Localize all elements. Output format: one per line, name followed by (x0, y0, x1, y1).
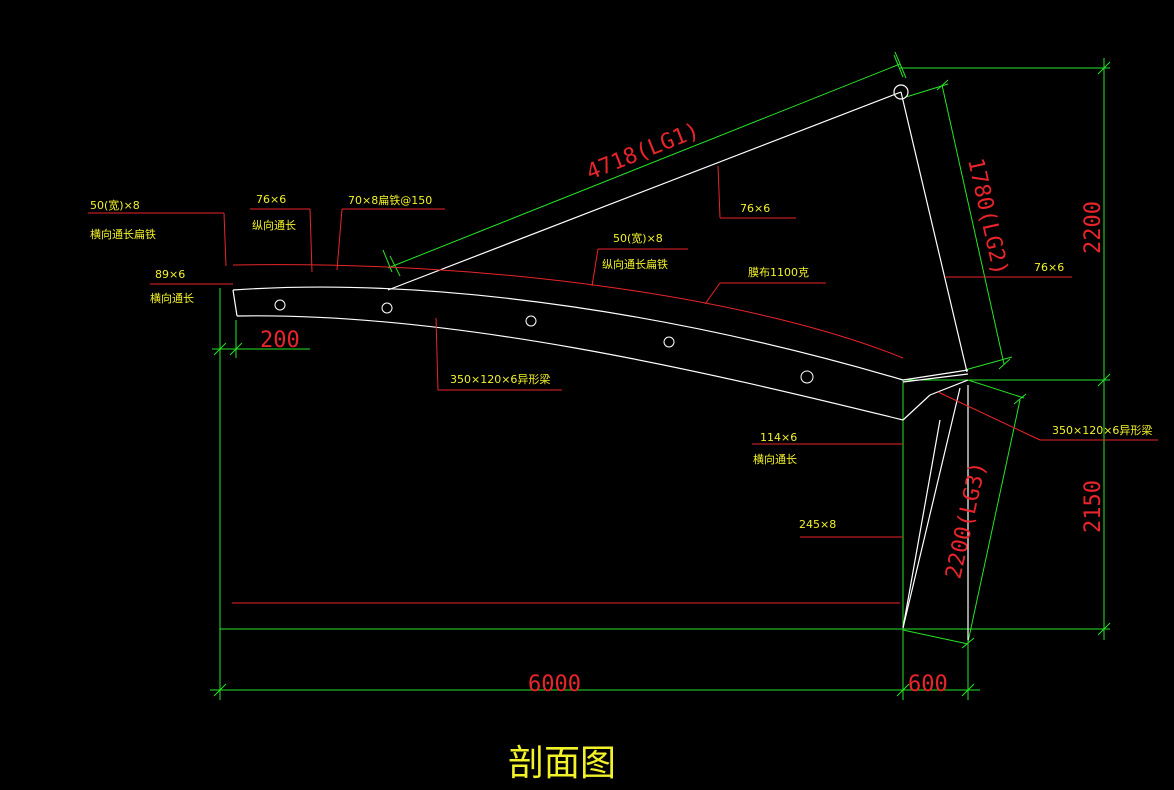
bolt-hole (525, 315, 537, 327)
dimension-lines (210, 51, 1111, 700)
dim-height-top: 2200 (1081, 201, 1106, 254)
pin-joint (893, 84, 909, 100)
dim-overhang: 200 (260, 328, 300, 353)
dim-lg2: 1780(LG2) (962, 156, 1012, 278)
bolt-hole (663, 336, 675, 348)
dim-width-right: 600 (908, 672, 948, 697)
drawing-title: 剖面图 (508, 743, 616, 784)
note-76x6-size: 76×6 (256, 193, 286, 206)
note-flat-bar-desc: 横向通长扁铁 (90, 227, 156, 241)
dim-lg3: 2200(LG3) (941, 459, 991, 581)
note-89x6-size: 89×6 (155, 268, 185, 281)
note-flat-bar-spacing: 70×8扁铁@150 (348, 194, 432, 207)
bolt-hole (381, 302, 393, 314)
note-245x8: 245×8 (799, 518, 836, 531)
note-membrane: 膜布1100克 (748, 266, 809, 279)
note-flat-bar-size: 50(宽)×8 (90, 198, 140, 212)
annotations: 50(宽)×8 横向通长扁铁 76×6 纵向通长 70×8扁铁@150 89×6… (90, 193, 1152, 531)
note-114x6-desc: 横向通长 (753, 452, 797, 466)
note-flat-bar2-desc: 纵向通长扁铁 (602, 257, 668, 271)
leader-lines (88, 165, 1158, 604)
note-114x6-size: 114×6 (760, 431, 797, 444)
dim-height-bottom: 2150 (1081, 480, 1106, 533)
bolt-hole (274, 299, 286, 311)
note-76x6-right: 76×6 (1034, 261, 1064, 274)
dim-width-main: 6000 (528, 672, 581, 697)
note-89x6-desc: 横向通长 (150, 291, 194, 305)
note-76x6-upper: 76×6 (740, 202, 770, 215)
note-beam-main: 350×120×6异形梁 (450, 372, 550, 386)
bolt-hole (800, 370, 814, 384)
note-beam-right: 350×120×6异形梁 (1052, 423, 1152, 437)
steel-structure (232, 84, 969, 640)
bolt-holes (274, 299, 814, 384)
note-flat-bar2-size: 50(宽)×8 (613, 231, 663, 245)
note-76x6-desc: 纵向通长 (252, 218, 296, 232)
